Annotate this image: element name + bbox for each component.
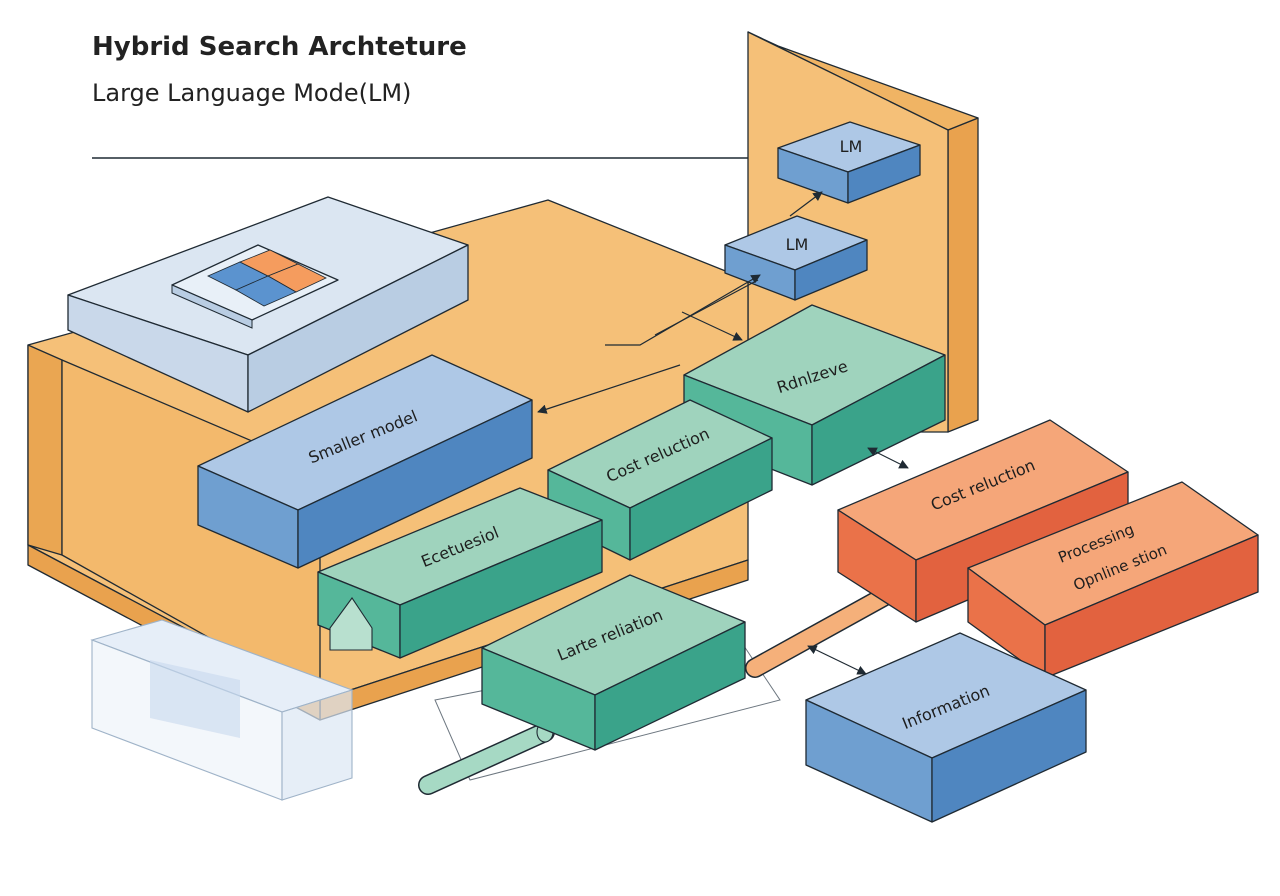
large-relation-block: Larte reliation [481,574,746,751]
blue-platform [67,196,469,413]
cost-reduction-green-block: Cost reluction [547,399,773,561]
information-block: Information [805,632,1087,823]
arrow-information [807,645,867,675]
lm-mid-label: LM [786,235,809,254]
glass-box [90,619,354,801]
smaller-model-block: Smaller model [197,354,533,569]
processing-block: Processing Opnline stion [967,481,1259,679]
external-block: Ecetuesiol [317,487,603,659]
diagram-title: Hybrid Search Archteture [92,32,467,62]
connector-arrows [537,191,909,675]
lm-block-top: LM [777,121,921,204]
up-arrow-icon [329,597,373,651]
arrow-to-lm-mid [605,274,761,346]
diagram-subtitle: Large Language Mode(LM) [92,79,411,107]
arrow-to-retrieve [681,311,743,341]
arrow-to-smaller-model [537,364,681,414]
lm-block-mid: LM [724,215,868,301]
tile-blue-2 [235,275,297,307]
arrow-lm-mid-to-top [789,191,823,217]
arrow-retrieve-cost [867,447,909,469]
lm-top-label: LM [840,137,863,156]
arrow-parallel-line [654,279,759,336]
